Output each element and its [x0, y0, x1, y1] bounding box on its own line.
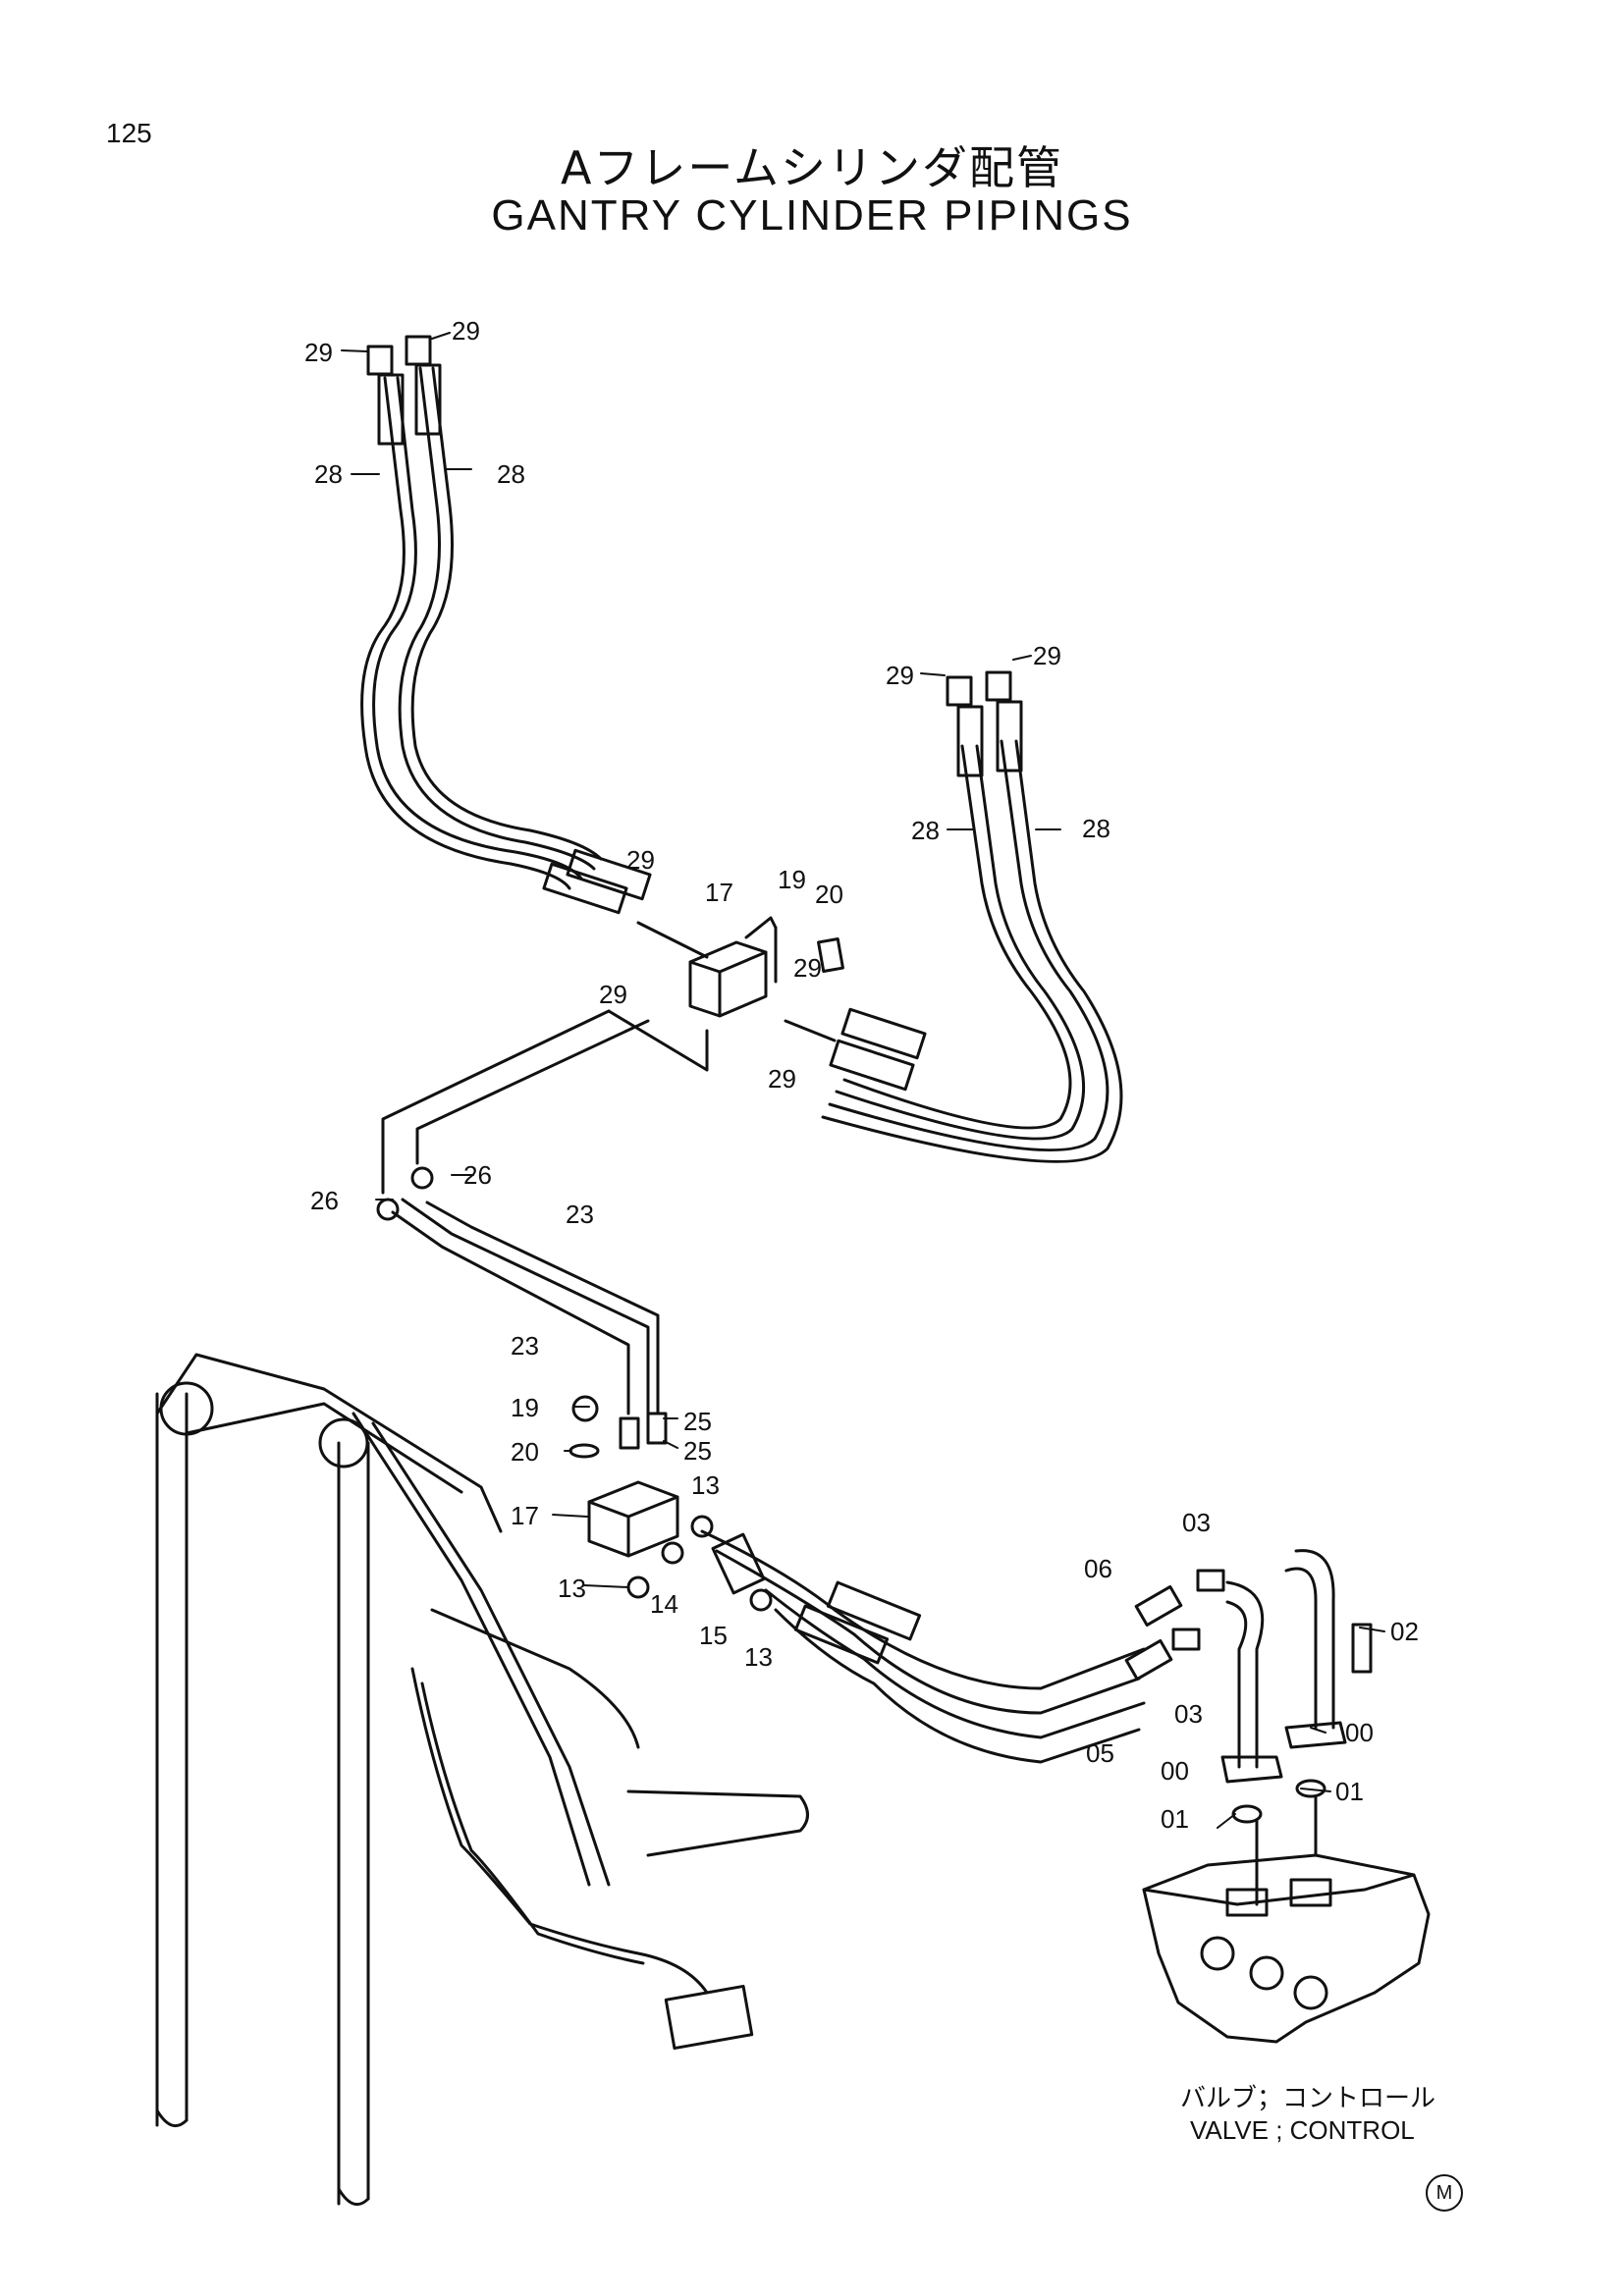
callout-label: 03 — [1182, 1508, 1211, 1537]
valve-caption-english: VALVE ; CONTROL — [1190, 2115, 1415, 2145]
callout-label: 06 — [1084, 1554, 1112, 1583]
callout-label: 28 — [911, 816, 940, 845]
callouts: 29 29 28 28 29 29 28 28 29 17 19 20 29 2… — [304, 316, 1419, 1834]
callout-label: 29 — [886, 661, 914, 690]
callout-label: 29 — [304, 338, 333, 367]
valve-caption-japanese: バルブ；コントロール — [1180, 2084, 1436, 2113]
page-number: 125 — [106, 118, 152, 148]
callout-label: 23 — [566, 1200, 594, 1229]
callout-label: 25 — [683, 1407, 712, 1436]
lower-hoses — [700, 1529, 1225, 1764]
callout-label: 28 — [314, 459, 343, 489]
callout-label: 00 — [1345, 1718, 1374, 1747]
upper-left-hoses — [360, 335, 652, 915]
callout-label: 29 — [768, 1064, 796, 1094]
callout-label: 17 — [511, 1501, 539, 1530]
callout-label: 28 — [1082, 814, 1110, 843]
callout-label: 19 — [511, 1393, 539, 1422]
leader-lines — [341, 332, 1385, 1829]
connecting-lines — [381, 1009, 709, 1195]
callout-label: 14 — [650, 1589, 678, 1619]
callout-label: 01 — [1335, 1777, 1364, 1806]
callout-label: 00 — [1161, 1756, 1189, 1786]
upper-block — [636, 916, 844, 1042]
callout-label: 05 — [1086, 1738, 1114, 1768]
callout-label: 29 — [452, 316, 480, 346]
callout-label: 26 — [463, 1160, 492, 1190]
callout-label: 20 — [511, 1437, 539, 1467]
pipes — [376, 1166, 660, 1415]
callout-label: 01 — [1161, 1804, 1189, 1834]
valve-elbows — [1220, 1549, 1373, 1906]
callout-label: 17 — [705, 878, 733, 907]
page-title-english: GANTRY CYLINDER PIPINGS — [491, 191, 1133, 240]
upper-right-hoses — [821, 670, 1123, 1163]
callout-label: 03 — [1174, 1699, 1203, 1729]
callout-label: 29 — [599, 980, 627, 1009]
callout-label: 02 — [1390, 1617, 1419, 1646]
callout-label: 29 — [1033, 641, 1061, 670]
callout-label: 29 — [626, 845, 655, 875]
callout-label: 26 — [310, 1186, 339, 1215]
callout-label: 25 — [683, 1436, 712, 1466]
callout-label: 23 — [511, 1331, 539, 1361]
callout-label: 20 — [815, 880, 843, 909]
callout-label: 28 — [497, 459, 525, 489]
callout-label: 13 — [691, 1470, 720, 1500]
callout-label: 13 — [744, 1642, 773, 1672]
lower-block — [568, 1395, 773, 1612]
gantry-frame — [155, 1353, 809, 2207]
callout-label: 29 — [793, 953, 822, 983]
callout-label: 13 — [558, 1574, 586, 1603]
page-title-japanese: Aフレームシリンダ配管 — [560, 141, 1064, 194]
circled-m-mark: M — [1426, 2174, 1463, 2212]
control-valve — [1142, 1853, 1431, 2044]
callout-label: 19 — [778, 865, 806, 894]
callout-label: 15 — [699, 1621, 728, 1650]
